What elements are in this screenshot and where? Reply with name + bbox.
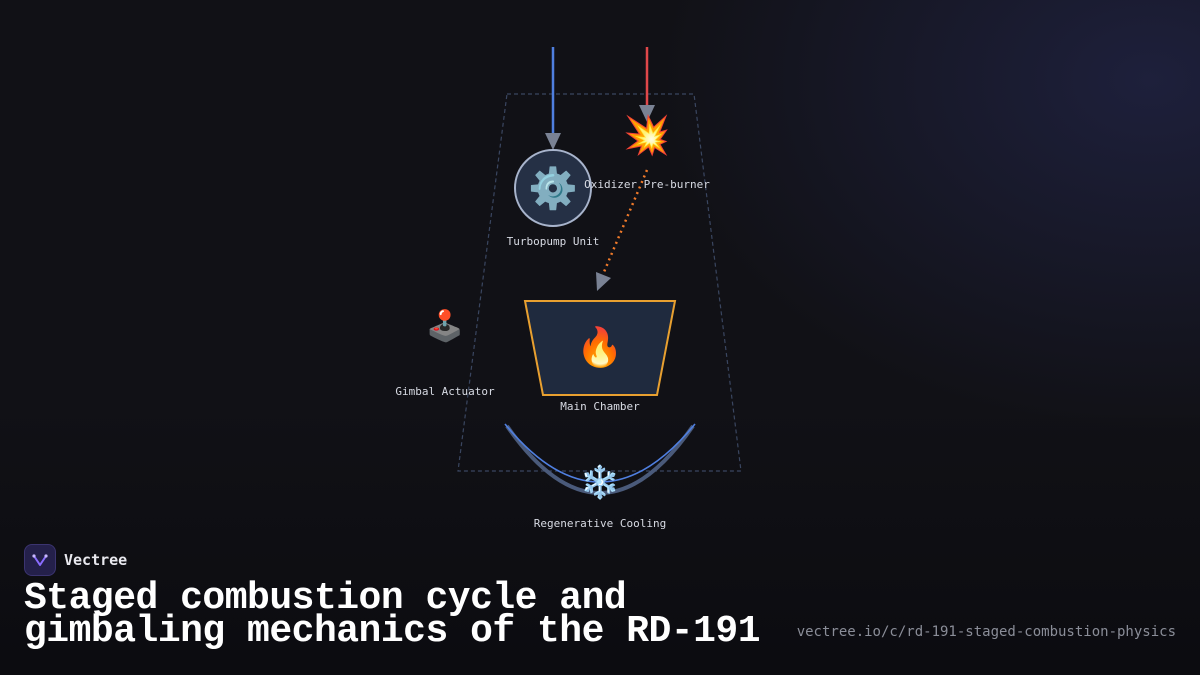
main-chamber-node[interactable]: 🔥	[523, 300, 677, 396]
brand-name: Vectree	[64, 551, 128, 569]
turbopump-label: Turbopump Unit	[507, 235, 600, 248]
turbopump-node[interactable]: ⚙️	[514, 149, 592, 227]
preburner-to-chamber-flow	[602, 169, 649, 273]
engine-envelope	[457, 93, 742, 472]
fuel-feed-arrowhead	[545, 133, 561, 150]
explosion-icon: 💥	[623, 113, 670, 158]
page-title: Staged combustion cycle and gimbaling me…	[24, 580, 784, 651]
gear-icon: ⚙️	[528, 165, 578, 212]
main-chamber-label: Main Chamber	[560, 400, 640, 413]
title-line-1: Staged combustion cycle and	[24, 577, 627, 620]
oxidizer-feed-arrowhead	[639, 105, 655, 122]
source-url[interactable]: vectree.io/c/rd-191-staged-combustion-ph…	[796, 624, 1176, 640]
gimbal-actuator-label: Gimbal Actuator	[395, 385, 495, 398]
preburner-to-chamber-arrowhead	[596, 272, 611, 291]
vectree-logo-icon	[24, 544, 56, 576]
preburner-node[interactable]: 💥	[623, 113, 670, 158]
gimbal-actuator-node[interactable]: 🕹️	[426, 308, 463, 344]
preburner-label: Oxidizer Pre-burner	[584, 178, 710, 191]
snowflake-icon: ❄️	[580, 463, 620, 501]
joystick-icon: 🕹️	[426, 308, 463, 344]
brand[interactable]: Vectree	[24, 544, 127, 576]
fire-icon: 🔥	[576, 325, 623, 369]
title-line-2: gimbaling mechanics of the RD-191	[24, 610, 761, 653]
regenerative-cooling-label: Regenerative Cooling	[534, 517, 666, 530]
nozzle-node[interactable]: ❄️	[504, 423, 696, 501]
